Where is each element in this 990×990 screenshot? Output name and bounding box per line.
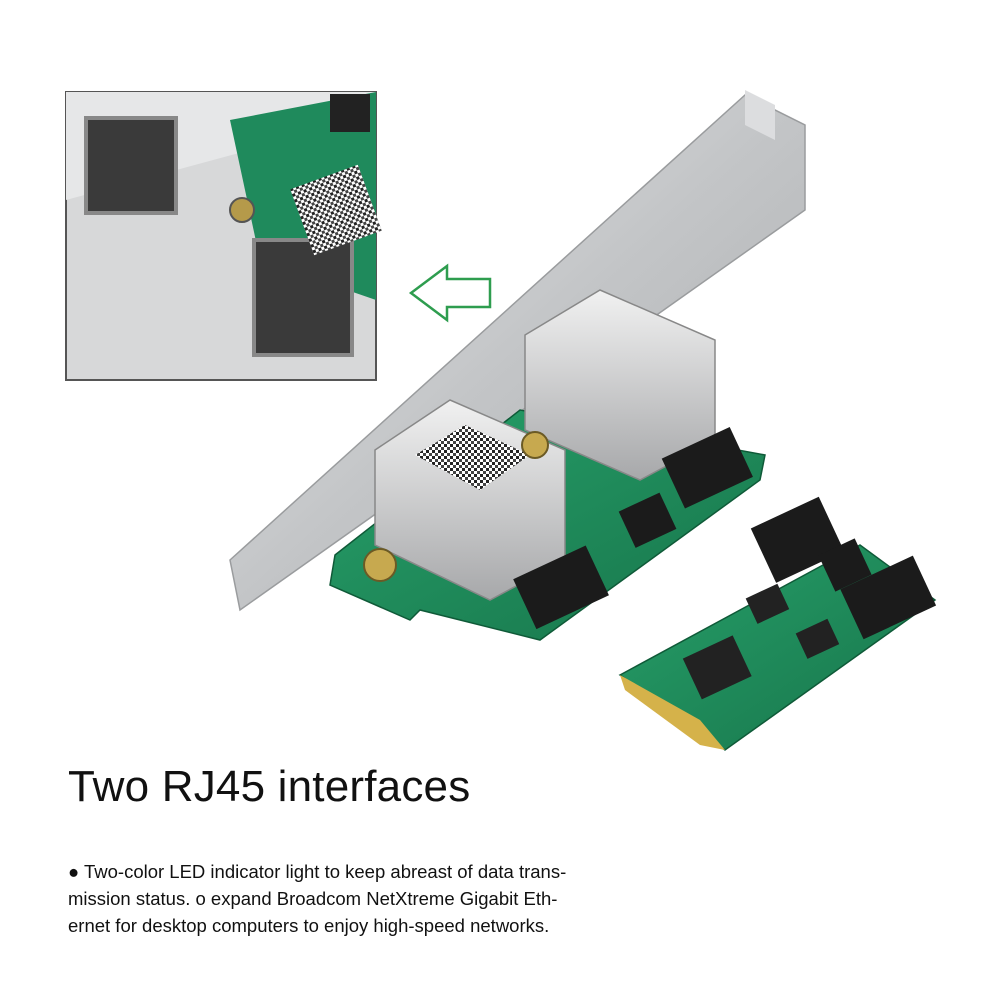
m2-module <box>618 496 937 751</box>
mounting-bracket <box>229 90 806 612</box>
network-card <box>329 289 766 641</box>
description-line: mission status. o expand Broadcom NetXtr… <box>68 888 558 909</box>
description-line: ernet for desktop computers to enjoy hig… <box>68 915 550 936</box>
page-title: Two RJ45 interfaces <box>68 762 471 811</box>
description-line: ● Two-color LED indicator light to keep … <box>68 861 567 882</box>
left-arrow-icon <box>408 263 492 323</box>
product-description: ● Two-color LED indicator light to keep … <box>68 858 668 939</box>
product-illustration <box>65 90 937 751</box>
zoom-inset <box>65 91 382 381</box>
